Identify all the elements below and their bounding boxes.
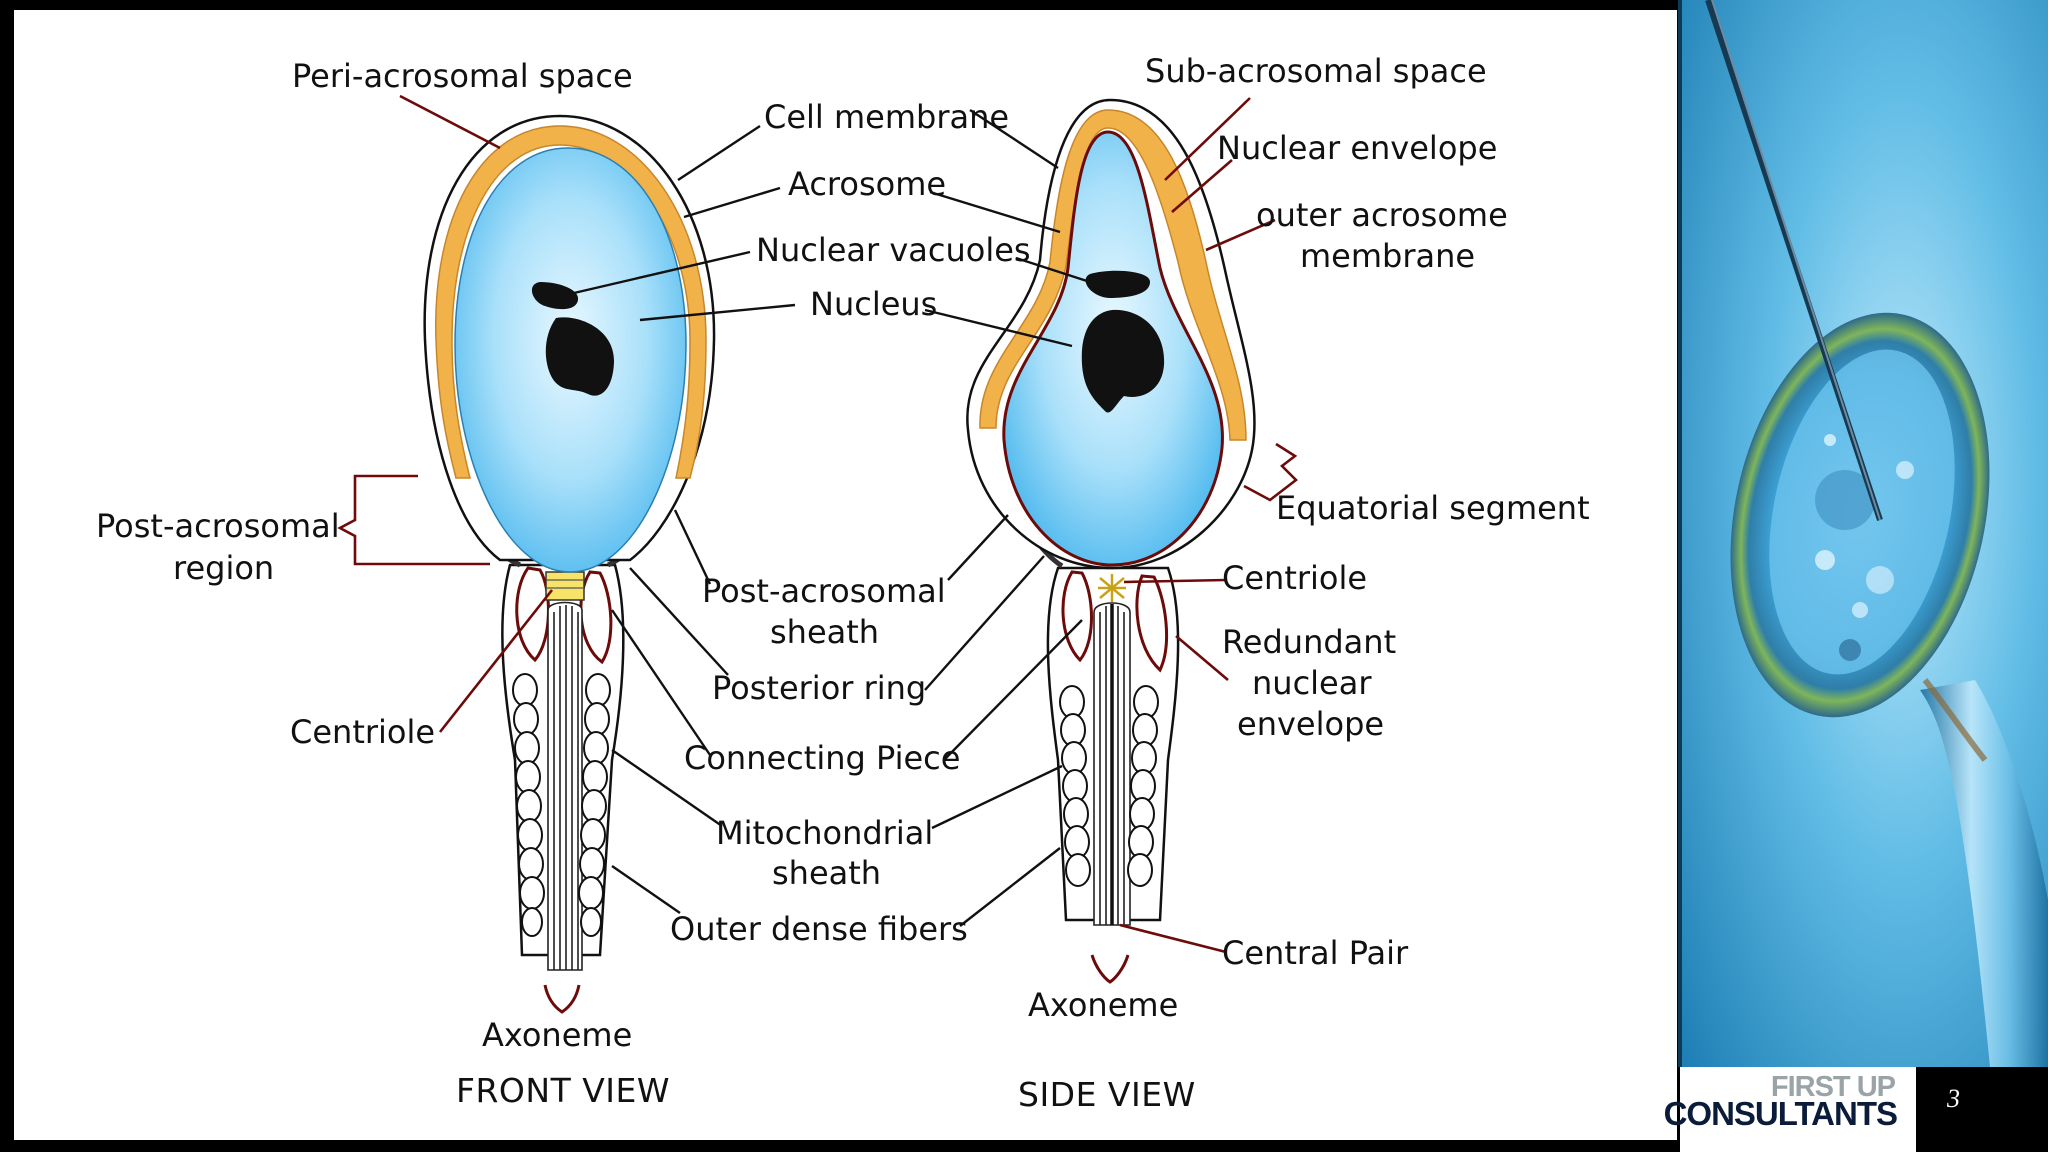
brand-line-2: CONSULTANTS — [1664, 1095, 1897, 1132]
front-nuclear-vacuole-small — [531, 282, 579, 310]
label-post-acrosomal-sheath-1: Post-acrosomal — [702, 572, 946, 610]
equatorial-segment-brace — [1243, 442, 1298, 502]
label-posterior-ring: Posterior ring — [712, 669, 926, 707]
label-cell-membrane: Cell membrane — [764, 98, 1009, 136]
label-nuclear-vacuoles: Nuclear vacuoles — [756, 231, 1031, 269]
label-mitochondrial-sheath-1: Mitochondrial — [716, 814, 933, 852]
slide-number-box — [1916, 1067, 2048, 1129]
post-acrosomal-region-bracket — [337, 474, 490, 566]
front-view-diagram — [337, 94, 796, 1014]
label-centriole-side: Centriole — [1222, 559, 1367, 597]
diagram-labels: Peri-acrosomal space Cell membrane Acros… — [96, 52, 1590, 1114]
side-nuclear-vacuole-small — [1085, 270, 1150, 298]
brand-block: FIRST UP CONSULTANTS — [1664, 1067, 1916, 1152]
label-front-view: FRONT VIEW — [456, 1071, 670, 1110]
label-outer-acrosome-membrane-2: membrane — [1300, 237, 1475, 275]
side-axoneme-brace — [1090, 954, 1130, 984]
label-axoneme-side: Axoneme — [1028, 986, 1178, 1024]
label-redundant-nuclear-envelope-2: nuclear — [1252, 664, 1372, 702]
label-acrosome: Acrosome — [788, 165, 946, 203]
side-mitochondrial-sheath — [1059, 685, 1159, 887]
label-post-acrosomal-region-1: Post-acrosomal — [96, 507, 340, 545]
label-outer-dense-fibers: Outer dense fibers — [670, 910, 968, 948]
label-outer-acrosome-membrane-1: outer acrosome — [1256, 196, 1508, 234]
label-post-acrosomal-sheath-2: sheath — [770, 613, 879, 651]
label-axoneme-front: Axoneme — [482, 1016, 632, 1054]
front-axoneme-brace — [543, 984, 581, 1014]
label-redundant-nuclear-envelope-3: envelope — [1237, 705, 1384, 743]
front-acrosome — [435, 125, 707, 479]
side-redundant-envelope-loop — [1135, 574, 1169, 673]
front-nuclear-vacuole-large — [545, 317, 615, 396]
bottom-strip — [0, 1140, 2048, 1152]
label-nucleus: Nucleus — [810, 285, 937, 323]
label-centriole-front: Centriole — [290, 713, 435, 751]
slide-background — [14, 10, 1677, 1140]
egg-cell-icon — [1730, 312, 1990, 718]
label-post-acrosomal-region-2: region — [173, 549, 274, 587]
micropipette-icon — [1705, 0, 1883, 521]
side-axoneme-fibers — [1093, 602, 1131, 926]
side-centriole-loop-left — [1061, 570, 1093, 663]
side-centriole-star — [1098, 574, 1126, 602]
label-redundant-nuclear-envelope-1: Redundant — [1222, 623, 1396, 661]
front-mitochondrial-sheath — [512, 673, 611, 937]
label-peri-acrosomal-space: Peri-acrosomal space — [292, 57, 633, 95]
label-equatorial-segment: Equatorial segment — [1276, 489, 1590, 527]
label-sub-acrosomal-space: Sub-acrosomal space — [1145, 52, 1487, 90]
label-connecting-piece: Connecting Piece — [684, 739, 960, 777]
side-acrosome — [979, 109, 1247, 441]
brand-line-1: FIRST UP — [1771, 1071, 1896, 1103]
side-view-diagram — [924, 97, 1298, 984]
label-mitochondrial-sheath-2: sheath — [772, 854, 881, 892]
holding-pipette-icon — [1920, 678, 2048, 1067]
slide-number: 3 — [1946, 1084, 1960, 1113]
side-nuclear-vacuole-large — [1081, 309, 1165, 413]
label-nuclear-envelope: Nuclear envelope — [1217, 129, 1497, 167]
ivf-photo — [1678, 0, 2048, 1067]
front-axoneme-fibers — [547, 601, 583, 971]
label-central-pair: Central Pair — [1222, 934, 1409, 972]
label-side-view: SIDE VIEW — [1018, 1075, 1196, 1114]
front-connecting-piece — [545, 571, 585, 601]
